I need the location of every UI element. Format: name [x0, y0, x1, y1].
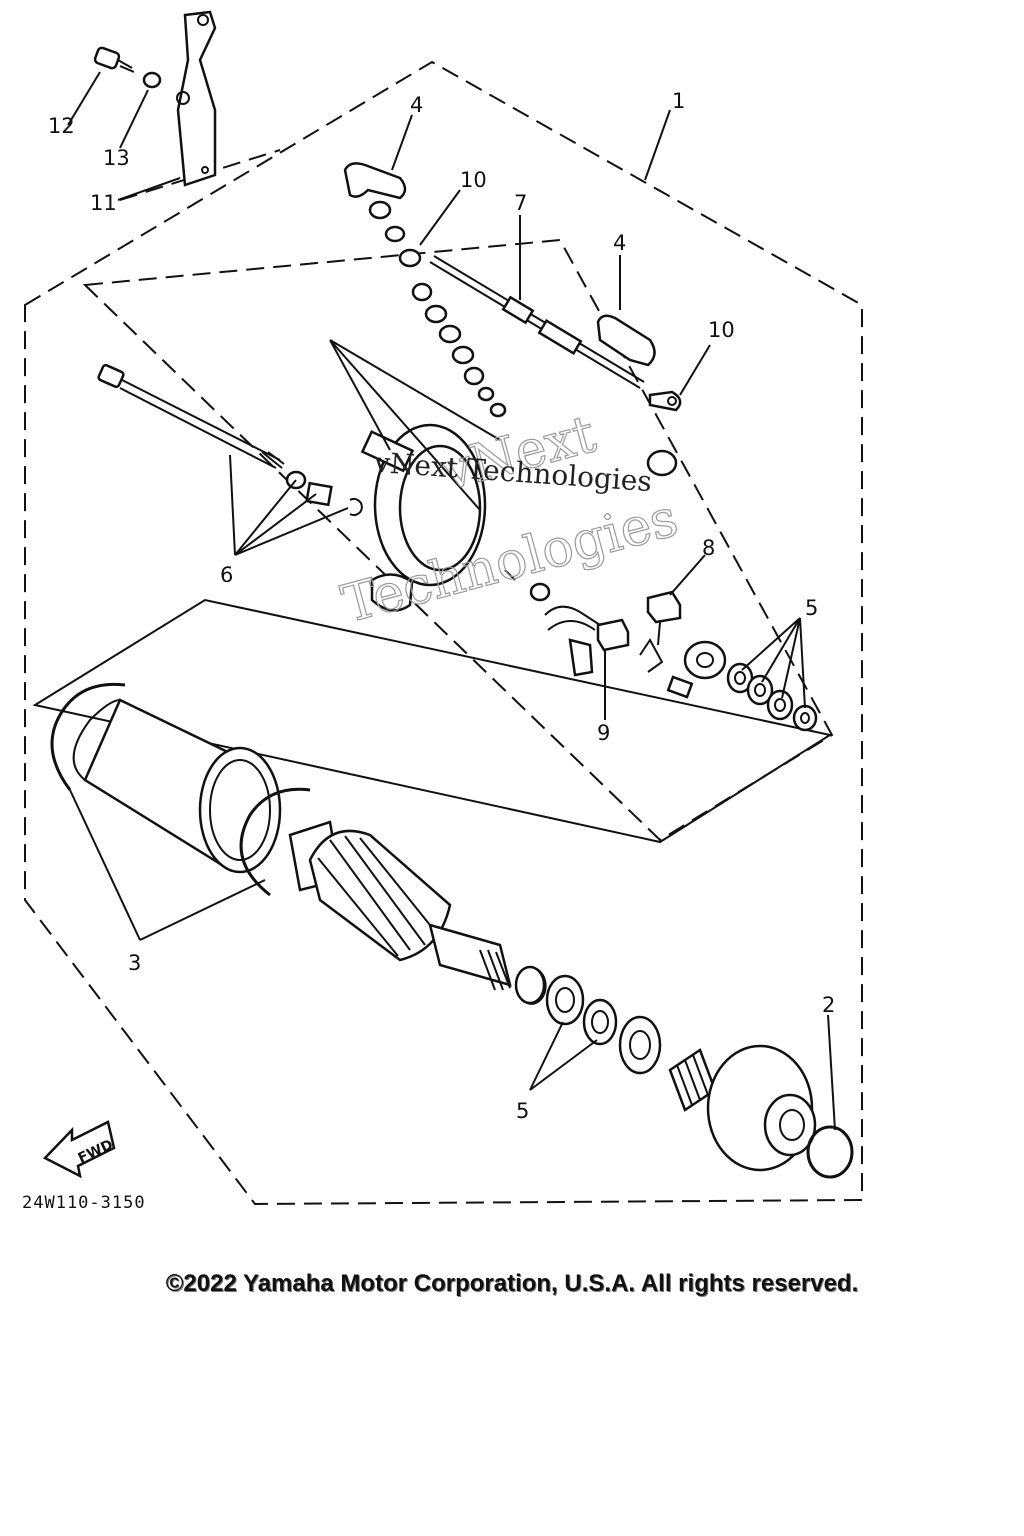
front-cover-part	[706, 1044, 817, 1172]
callout-2: 2	[822, 993, 835, 1017]
callout-8: 8	[702, 536, 715, 560]
terminal-rod-part	[429, 255, 645, 389]
brush-holder-part	[370, 569, 601, 677]
brush-group-boundary	[82, 238, 834, 842]
callout-labels: 1 2 3 4 4 5 5 6 7 8 9 10 10 11 12 13	[48, 89, 835, 1123]
brush-spring-part	[639, 638, 694, 699]
callout-7: 7	[514, 191, 527, 215]
upper-shim-stack	[726, 662, 818, 732]
through-bolt-part	[97, 363, 285, 469]
yoke-part	[72, 698, 282, 874]
callout-10-upper: 10	[460, 168, 487, 192]
callout-5-upper: 5	[805, 596, 818, 620]
callout-5-lower: 5	[516, 1099, 529, 1123]
terminal-washer-stack	[368, 200, 507, 418]
bushing-part	[683, 640, 727, 680]
callout-9: 9	[597, 721, 610, 745]
yoke-o-ring-rear	[239, 787, 311, 897]
copyright-notice: ©2022 Yamaha Motor Corporation, U.S.A. A…	[165, 1270, 859, 1297]
rear-cover-part	[360, 423, 678, 587]
callout-1: 1	[672, 89, 685, 113]
armature-part	[288, 820, 512, 991]
callout-10-lower: 10	[708, 318, 735, 342]
yoke-o-ring-front	[50, 682, 126, 791]
brush-9-part	[596, 618, 630, 652]
callout-13: 13	[103, 146, 130, 170]
terminal-lug-part	[648, 390, 682, 412]
callout-6: 6	[220, 563, 233, 587]
ball-bearing-part	[618, 1015, 662, 1075]
callout-4-upper: 4	[410, 93, 423, 117]
washer-part	[142, 71, 162, 89]
callout-3: 3	[128, 951, 141, 975]
bracket-part	[176, 10, 217, 187]
lower-shim-stack	[514, 965, 618, 1046]
terminal-cover-part	[343, 162, 407, 200]
callout-12: 12	[48, 114, 75, 138]
bolt-circlip-part	[349, 498, 363, 516]
leader-lines	[67, 71, 836, 1131]
callout-4-lower: 4	[613, 231, 626, 255]
yoke-group-boundary	[32, 598, 833, 844]
bolt-clip-part	[305, 481, 333, 507]
brush-8-part	[646, 590, 682, 646]
drawing-code: 24W110-3150	[22, 1193, 146, 1213]
bolt-part	[93, 46, 135, 73]
fwd-arrow-icon: FWD	[42, 1120, 116, 1179]
assembly-boundary	[24, 60, 863, 1206]
terminal-boot-part	[596, 314, 656, 367]
callout-11: 11	[90, 191, 117, 215]
front-o-ring-part	[806, 1125, 854, 1179]
